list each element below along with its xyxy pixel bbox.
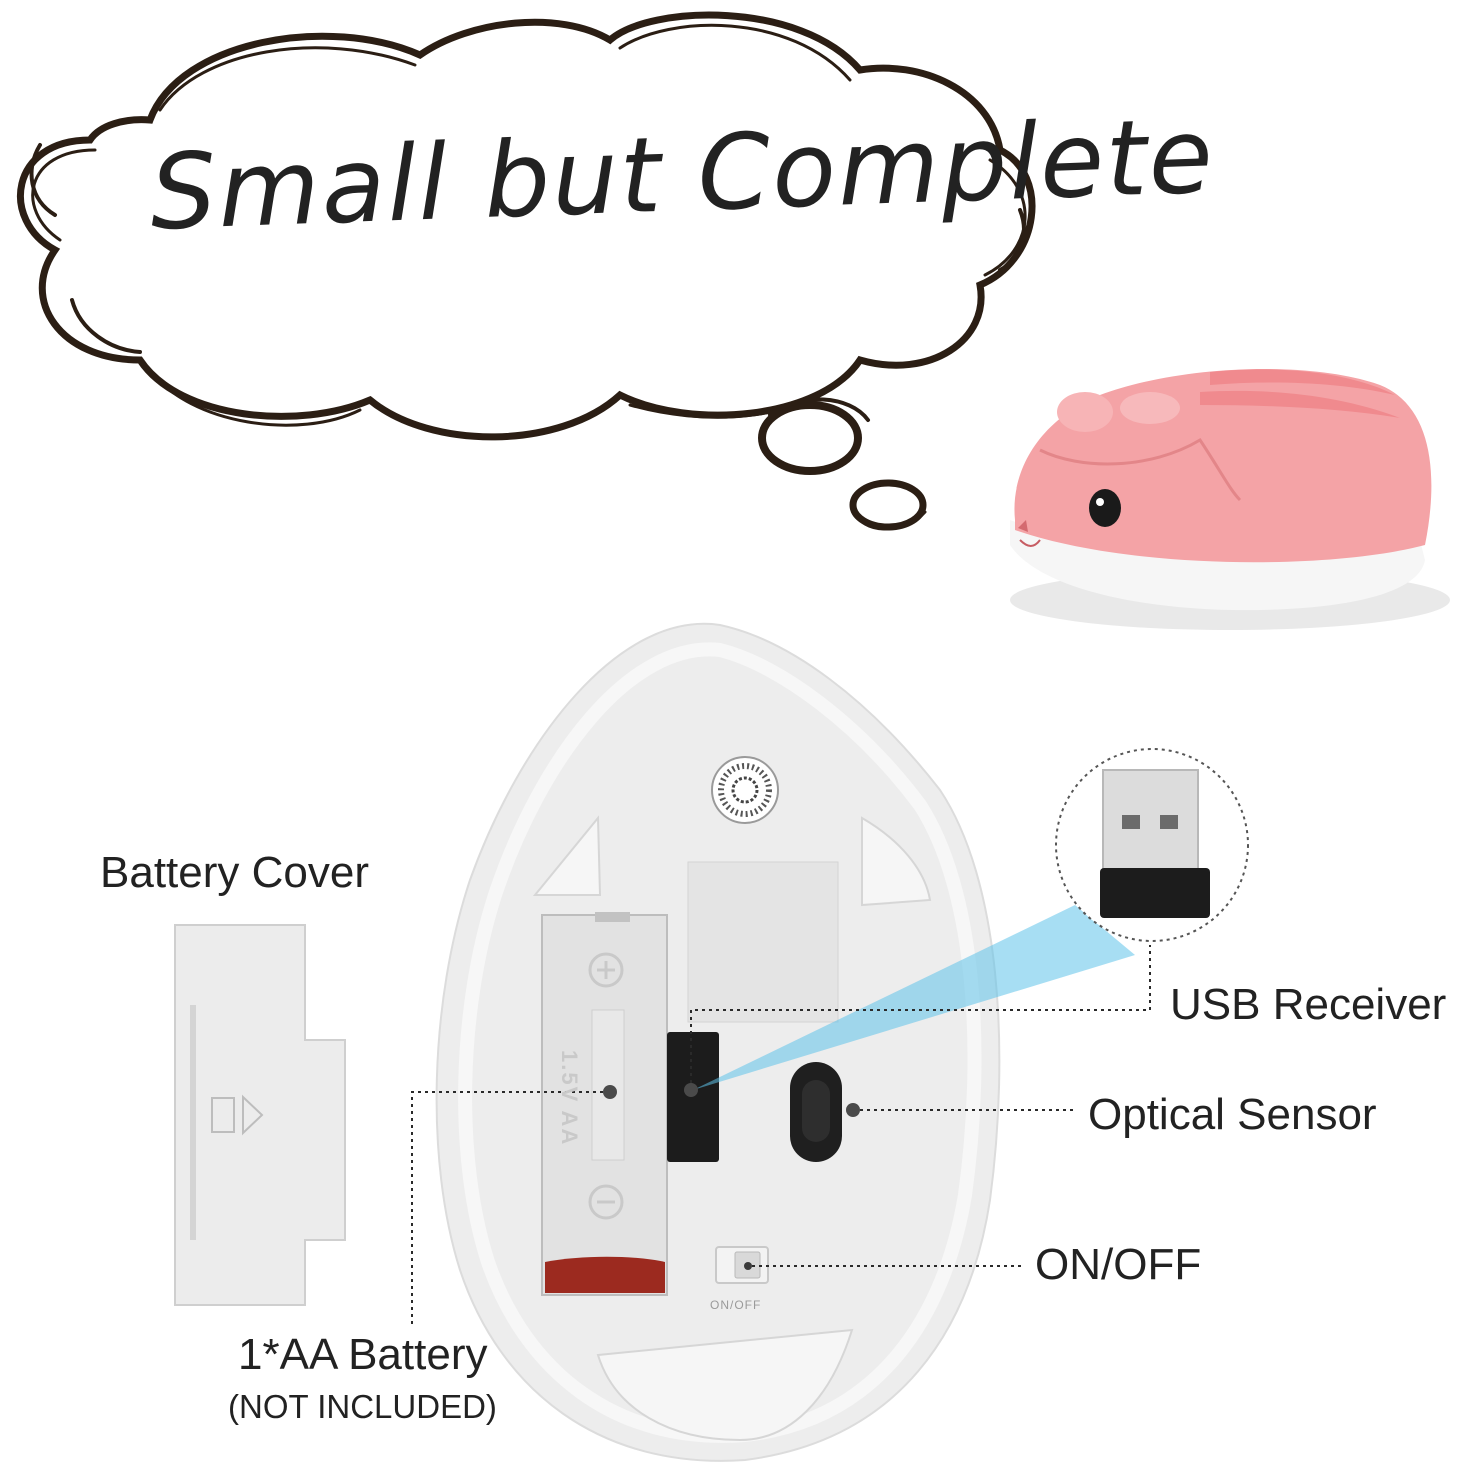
- thought-bubble-large-tail: [768, 397, 870, 422]
- hamster-mouth: [1019, 539, 1041, 547]
- optical-sensor-lens: [802, 1080, 830, 1142]
- callout-dots: [603, 1083, 860, 1117]
- battery-note-label: (NOT INCLUDED): [228, 1388, 497, 1425]
- eject-arrow-icon: [242, 1094, 264, 1136]
- optical-sensor-label: Optical Sensor: [1088, 1090, 1377, 1139]
- battery-spring-top: [595, 912, 630, 922]
- cloud-stroke-accent: [29, 143, 1026, 354]
- thought-bubble-large: [758, 401, 862, 475]
- usb-receiver: [1100, 769, 1210, 918]
- hamster-ear: [1057, 392, 1113, 432]
- foot-pad: [532, 815, 602, 896]
- thought-bubbles: [758, 397, 927, 531]
- hamster-eye-highlight: [1096, 498, 1104, 506]
- certification-seal: [711, 756, 779, 824]
- on-off-label: ON/OFF: [1035, 1240, 1202, 1289]
- minus-icon: [588, 1184, 624, 1220]
- usb-leader-line: [690, 945, 1151, 1090]
- battery-contact: [545, 1256, 665, 1293]
- hamster-nose: [1018, 520, 1028, 532]
- hamster-button-seam: [1039, 437, 1242, 502]
- receiver-beam: [693, 905, 1135, 1090]
- callout-lines: [411, 945, 1151, 1325]
- battery-label: 1*AA Battery: [238, 1330, 488, 1379]
- thought-bubble-small-tail: [853, 508, 927, 531]
- cloud-outline-echo: [31, 23, 1027, 427]
- battery-spec-plate: [591, 1009, 625, 1161]
- battery-cover: [174, 924, 346, 1306]
- label-plate: [687, 861, 839, 1023]
- hamster-stripe: [1200, 390, 1400, 418]
- switch-marking: ON/OFF: [710, 1298, 762, 1312]
- battery-cover-label: Battery Cover: [100, 848, 369, 897]
- foot-pad: [596, 1328, 854, 1442]
- scroll-wheel: [1120, 392, 1180, 424]
- usb-receiver-label: USB Receiver: [1170, 980, 1447, 1029]
- plus-icon: [588, 952, 624, 988]
- foot-pad: [861, 816, 932, 907]
- on-off-switch-dot: [744, 1262, 752, 1270]
- hamster-eye: [1089, 489, 1121, 527]
- receiver-slot: [667, 1032, 719, 1162]
- battery-leader-line: [411, 1091, 610, 1325]
- hamster-stripe: [1210, 369, 1395, 395]
- hamster-mouse: [1010, 368, 1450, 630]
- hamster-belly: [1010, 520, 1425, 611]
- thought-bubble-small: [849, 479, 927, 531]
- battery-spec-marking: 1.5V AA: [557, 1050, 582, 1147]
- thought-cloud: [17, 11, 1036, 441]
- mouse-underside: [435, 622, 1001, 1462]
- battery-mini-icon: [211, 1097, 235, 1133]
- cloud-outline: [17, 11, 1036, 441]
